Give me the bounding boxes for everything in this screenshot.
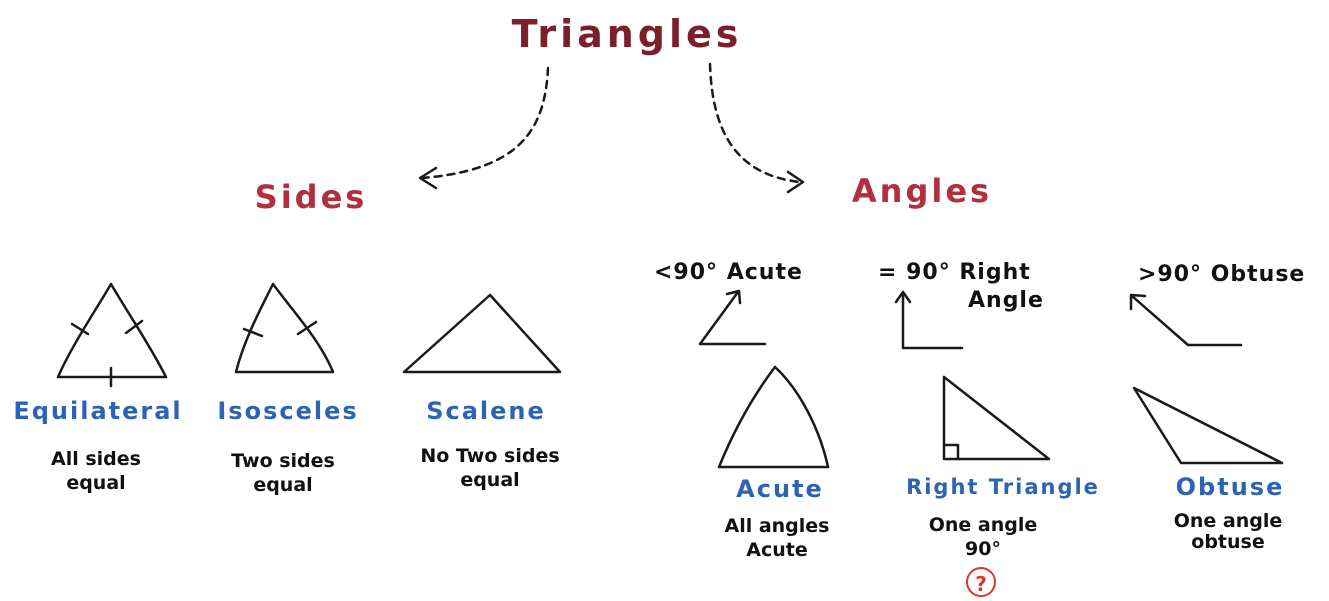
category-sides: Sides bbox=[254, 178, 368, 216]
desc-obtuse-line2: obtuse bbox=[1191, 531, 1265, 553]
label-right-angle-line2: Angle bbox=[968, 288, 1044, 313]
desc-equilateral-line2: equal bbox=[66, 472, 126, 494]
label-right-angle-line1: = 90° Right bbox=[878, 260, 1031, 285]
type-obtuse: Obtuse bbox=[1175, 473, 1285, 501]
desc-equilateral-line1: All sides bbox=[51, 448, 141, 470]
obtuse-angle bbox=[1130, 294, 1243, 347]
type-equilateral: Equilateral bbox=[13, 397, 183, 425]
obtuse-angle-arrowhead bbox=[1129, 293, 1147, 311]
equilateral-triangle bbox=[56, 282, 168, 379]
label-acute-angle: <90° Acute bbox=[654, 260, 803, 285]
type-scalene: Scalene bbox=[426, 397, 546, 425]
obtuse-triangle bbox=[1132, 386, 1284, 465]
arrow-to-sides bbox=[420, 66, 550, 180]
category-angles: Angles bbox=[851, 172, 993, 210]
equilateral-tick-right bbox=[124, 319, 144, 335]
isosceles-tick-left bbox=[242, 327, 264, 338]
desc-right-line1: One angle bbox=[928, 514, 1038, 536]
desc-acute-line1: All angles bbox=[724, 515, 830, 537]
arrowhead-angles bbox=[786, 170, 805, 194]
type-isosceles: Isosceles bbox=[217, 397, 359, 425]
arrowhead-sides bbox=[418, 166, 438, 190]
desc-isosceles-line1: Two sides bbox=[231, 450, 335, 472]
desc-isosceles-line2: equal bbox=[253, 474, 313, 496]
acute-triangle bbox=[717, 365, 830, 469]
desc-scalene-line1: No Two sides bbox=[420, 445, 560, 467]
diagram-title: Triangles bbox=[511, 12, 743, 56]
scalene-triangle bbox=[402, 293, 562, 374]
desc-scalene-line2: equal bbox=[460, 469, 520, 491]
type-right-triangle: Right Triangle bbox=[906, 475, 1100, 499]
desc-right-line2: 90° bbox=[965, 538, 1001, 560]
type-acute: Acute bbox=[736, 475, 824, 503]
right-angle-arrowhead bbox=[894, 290, 912, 304]
acute-angle-arrowhead bbox=[725, 289, 742, 305]
right-angle bbox=[901, 292, 964, 350]
acute-angle bbox=[698, 290, 767, 346]
isosceles-triangle bbox=[234, 282, 335, 374]
equilateral-tick-left bbox=[70, 322, 90, 336]
right-triangle bbox=[942, 375, 1051, 461]
question-mark-icon[interactable]: ? bbox=[966, 567, 996, 597]
right-angle-marker bbox=[942, 443, 960, 461]
arrow-to-angles bbox=[708, 62, 802, 184]
desc-obtuse-line1: One angle bbox=[1173, 510, 1283, 532]
label-obtuse-angle: >90° Obtuse bbox=[1138, 262, 1306, 287]
isosceles-tick-right bbox=[296, 320, 318, 336]
desc-acute-line2: Acute bbox=[746, 539, 808, 561]
